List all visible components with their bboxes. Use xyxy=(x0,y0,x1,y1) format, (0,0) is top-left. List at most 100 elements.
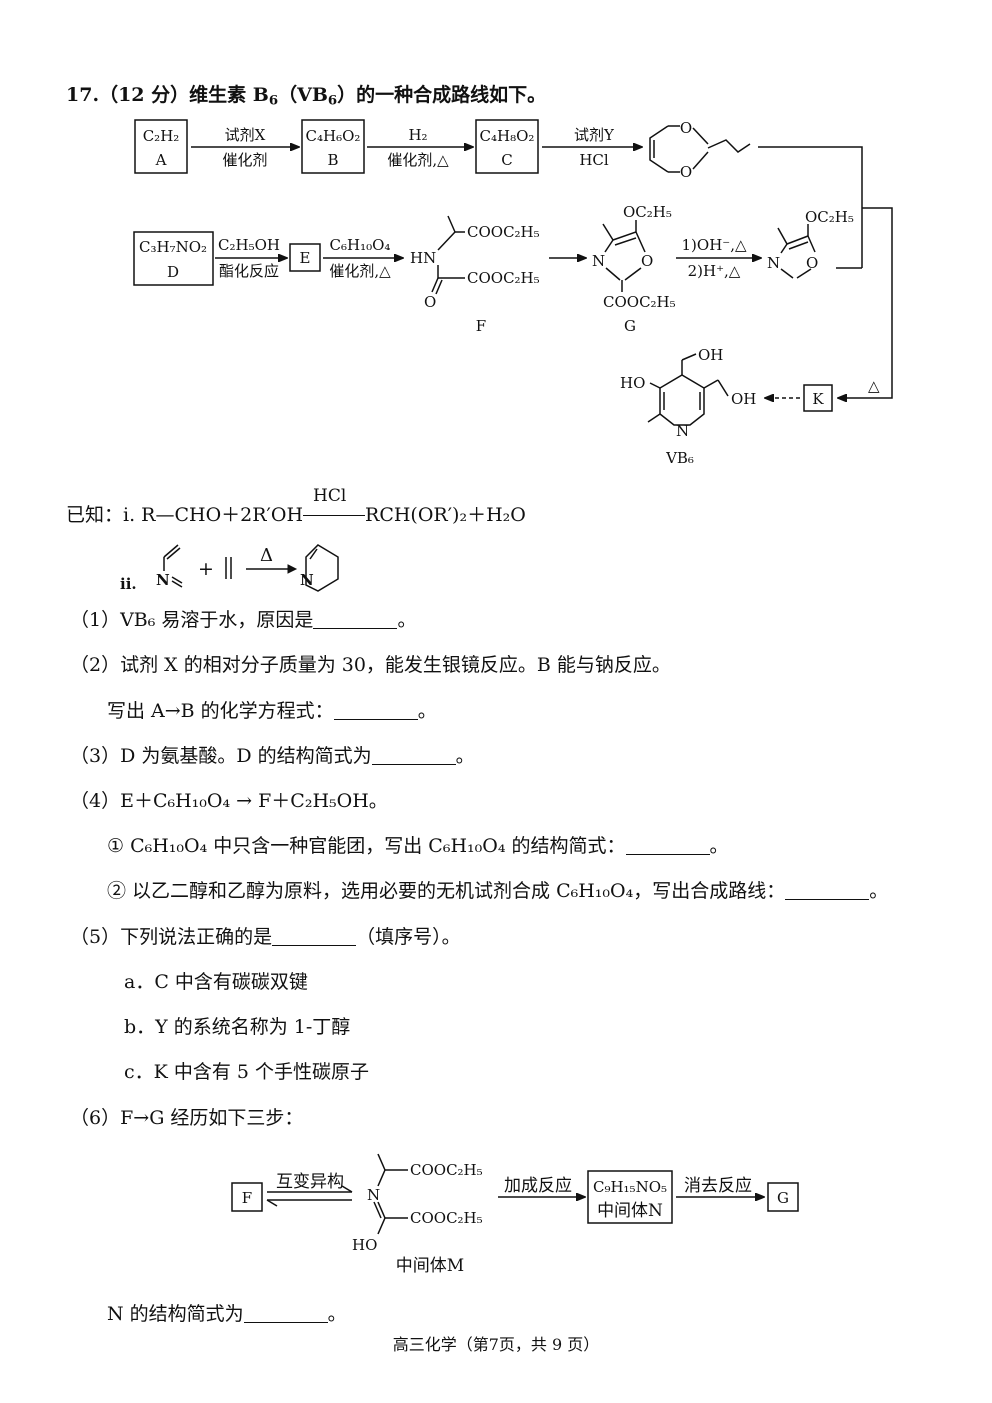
arrow3-bottom: HCl xyxy=(579,151,609,169)
M-N: N xyxy=(367,1186,380,1204)
q1-text: （1）VB₆ 易溶于水，原因是 xyxy=(70,609,314,631)
box-D xyxy=(133,231,214,286)
D-formula: C₃H₇NO₂ xyxy=(139,238,207,256)
step-box-F xyxy=(231,1182,263,1212)
H-OEt: OC₂H₅ xyxy=(805,208,854,226)
box-E xyxy=(289,243,321,272)
D-label: D xyxy=(167,263,179,281)
q4b: ② 以乙二醇和乙醇为原料，选用必要的无机试剂合成 C₆H₁₀O₄，写出合成路线：… xyxy=(107,879,888,903)
known-eq-cond: HCl xyxy=(313,486,347,506)
arrow5-top: C₆H₁₀O₄ xyxy=(330,236,391,254)
q1-period: 。 xyxy=(397,609,417,631)
arrow6-top: 1)OH⁻,△ xyxy=(682,236,747,254)
decarboxylated-oxazole-structure xyxy=(777,224,816,279)
box-A xyxy=(134,119,188,174)
step-box-N xyxy=(587,1170,673,1224)
known-ii-delta: Δ xyxy=(260,545,273,566)
title-sub-1: 6 xyxy=(268,93,279,109)
M-ester-bottom: COOC₂H₅ xyxy=(410,1209,483,1227)
arrow2-bottom: 催化剂,△ xyxy=(387,151,449,169)
q2-answer-blank[interactable] xyxy=(333,701,418,720)
q5: （5）下列说法正确的是 （填序号）。 xyxy=(70,925,461,949)
F-carbonyl-O: O xyxy=(424,293,436,311)
E-label: E xyxy=(300,249,311,267)
M-ester-top: COOC₂H₅ xyxy=(410,1161,483,1179)
N-formula: C₉H₁₅NO₅ xyxy=(593,1178,667,1196)
q2-period: 。 xyxy=(417,700,437,722)
arrow3-top: 试剂Y xyxy=(574,126,615,144)
q5-option-a[interactable]: a．C 中含有碳碳双键 xyxy=(124,971,308,993)
q6-answer-blank[interactable] xyxy=(243,1304,328,1323)
q3: （3）D 为氨基酸。D 的结构简式为。 xyxy=(70,744,475,768)
arrow1-top: 试剂X xyxy=(225,126,266,144)
q5-option-c[interactable]: c．K 中含有 5 个手性碳原子 xyxy=(124,1061,370,1083)
arrow6-bottom: 2)H⁺,△ xyxy=(688,262,741,280)
N-label: 中间体N xyxy=(597,1201,663,1221)
M-label: 中间体M xyxy=(396,1256,464,1276)
q4b-period: 。 xyxy=(869,880,889,902)
G-O: O xyxy=(641,252,653,270)
q4b-answer-blank[interactable] xyxy=(785,881,870,900)
synthesis-scheme: C₂H₂ A 试剂X 催化剂 C₄H₆O₂ B H₂ 催化剂,△ C₄H₈O₂ … xyxy=(133,119,893,467)
A-label: A xyxy=(155,151,167,169)
q5-answer-blank[interactable] xyxy=(272,927,357,946)
VB6-HO: HO xyxy=(620,374,645,392)
q5-text: （5）下列说法正确的是 xyxy=(70,926,273,948)
C-formula: C₄H₈O₂ xyxy=(480,127,535,145)
known-eq-left: R—CHO＋2R′OH xyxy=(141,504,304,526)
q6: （6）F→G 经历如下三步： xyxy=(70,1107,304,1129)
q5-option-b[interactable]: b．Y 的系统名称为 1-丁醇 xyxy=(124,1016,351,1038)
q1: （1）VB₆ 易溶于水，原因是 。 xyxy=(70,608,416,632)
F-HN: HN xyxy=(410,249,436,267)
q2: （2）试剂 X 的相对分子质量为 30，能发生银镜反应。B 能与钠反应。 xyxy=(70,654,671,676)
F-ester-top: COOC₂H₅ xyxy=(467,223,540,241)
title-text-3: ）的一种合成路线如下。 xyxy=(337,84,547,106)
F-structure xyxy=(431,215,465,295)
arrow7-delta: △ xyxy=(868,377,880,395)
G-ester: COOC₂H₅ xyxy=(603,293,676,311)
G-N: N xyxy=(592,252,605,270)
step-arrow3-label: 消去反应 xyxy=(684,1176,752,1196)
q5-tail: （填序号）。 xyxy=(356,926,461,948)
A-formula: C₂H₂ xyxy=(143,127,180,145)
q1-answer-blank[interactable] xyxy=(313,610,398,629)
M-structure xyxy=(373,1153,408,1235)
known-reaction-ii: ii. N + Δ N xyxy=(120,544,339,593)
q6-period: 。 xyxy=(327,1303,347,1325)
step-arrow2-label: 加成反应 xyxy=(504,1176,572,1196)
H-N: N xyxy=(767,254,780,272)
M-HO: HO xyxy=(352,1236,377,1254)
connector-to-K xyxy=(838,207,893,398)
B-formula: C₄H₆O₂ xyxy=(306,127,361,145)
B-label: B xyxy=(327,151,338,169)
step-arrow1-label: 互变异构 xyxy=(276,1172,344,1192)
G-OEt: OC₂H₅ xyxy=(623,203,672,221)
q3-text: （3）D 为氨基酸。D 的结构简式为 xyxy=(70,745,372,767)
box-C xyxy=(475,119,539,174)
known-eq-right: RCH(OR′)₂＋H₂O xyxy=(365,504,526,526)
q2b-text: 写出 A→B 的化学方程式： xyxy=(107,700,334,722)
page-footer: 高三化学（第7页，共 9 页） xyxy=(392,1335,600,1354)
VB6-structure xyxy=(647,353,729,426)
H-O: O xyxy=(806,254,818,272)
q4a-answer-blank[interactable] xyxy=(625,836,710,855)
q2b: 写出 A→B 的化学方程式： 。 xyxy=(107,699,437,723)
equilibrium-arrow xyxy=(266,1185,353,1207)
q3-answer-blank[interactable] xyxy=(371,746,456,765)
VB6-OH-top: OH xyxy=(698,346,723,364)
question-number: 17. xyxy=(66,84,100,106)
box-B xyxy=(301,119,365,174)
q6-N: N 的结构简式为。 xyxy=(107,1302,347,1326)
box-K xyxy=(803,384,833,412)
F-label: F xyxy=(476,317,486,335)
cyclic-acetal-structure xyxy=(649,125,751,173)
arrow4-bottom: 酯化反应 xyxy=(219,262,279,280)
VB6-label: VB₆ xyxy=(665,449,694,467)
known-ii-plus: + xyxy=(198,558,214,580)
step-box-G xyxy=(767,1182,799,1212)
step-scheme: F 互变异构 COOC₂H₅ N COOC₂H₅ HO 中间体M 加成反应 C₉… xyxy=(231,1153,799,1276)
VB6-OH-right: OH xyxy=(731,390,756,408)
step-G-label: G xyxy=(777,1189,789,1207)
